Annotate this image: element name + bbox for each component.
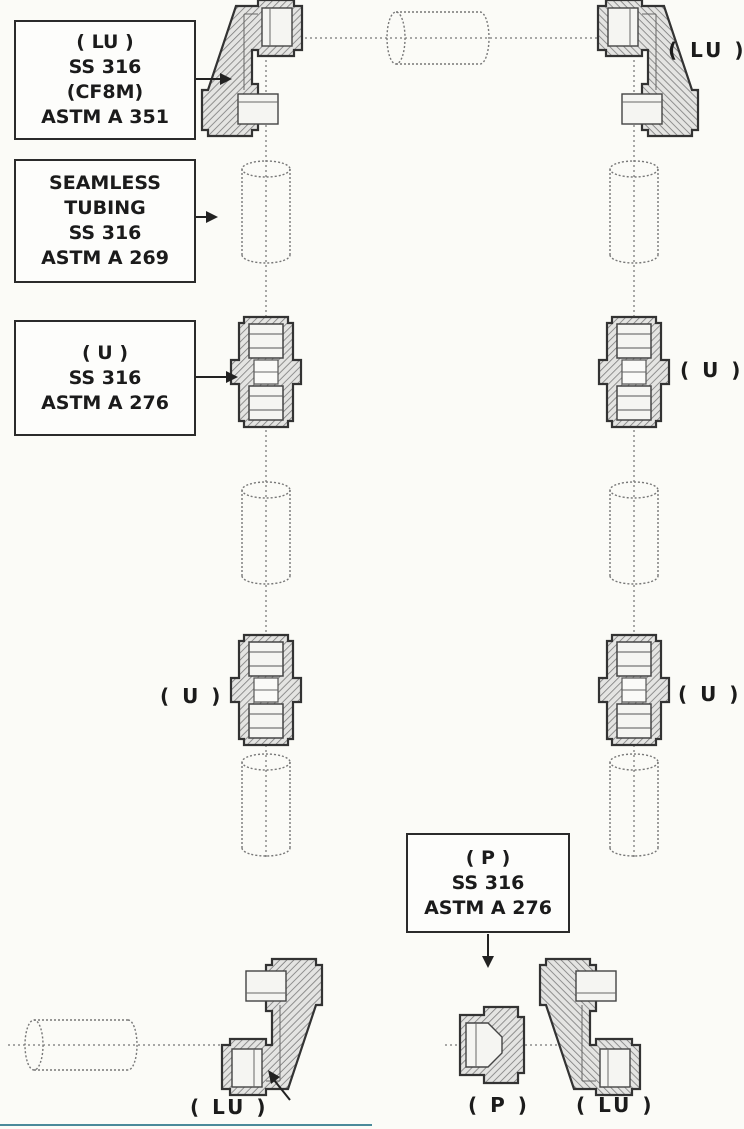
union-right-upper: [597, 315, 671, 429]
tag-elbow-bottom-left: ( LU ): [190, 1095, 269, 1119]
tubing-callout-line-3: SS 316: [68, 222, 142, 244]
union-callout-line-1: ( U ): [81, 341, 129, 364]
tag-union-left-lower: ( U ): [160, 684, 224, 708]
union-callout-line-3: ASTM A 276: [41, 391, 169, 414]
top-horizontal-tube: [386, 11, 490, 65]
plug-fitting: [458, 1005, 526, 1085]
arrows: [194, 73, 494, 1101]
plug-material-callout: ( P ) SS 316 ASTM A 276: [406, 833, 570, 933]
plug-callout-line-1: ( P ): [465, 846, 511, 869]
tubing-material-callout: SEAMLESS TUBING SS 316 ASTM A 269: [14, 159, 196, 283]
elbow-material-callout: ( LU ) SS 316 (CF8M) ASTM A 351: [14, 20, 196, 140]
union-left-lower: [229, 633, 303, 747]
elbow-top-right: [596, 0, 700, 138]
tag-union-right-upper: ( U ): [680, 358, 744, 382]
tube-left-2: [241, 481, 291, 585]
tag-plug-bottom: ( P ): [468, 1093, 530, 1117]
tubing-callout-line-4: ASTM A 269: [41, 247, 169, 269]
plug-callout-line-3: ASTM A 276: [424, 896, 552, 919]
elbow-callout-line-4: ASTM A 351: [41, 106, 169, 128]
tag-elbow-bottom-right: ( LU ): [576, 1093, 655, 1117]
centerlines: [8, 10, 635, 1046]
tag-elbow-top-right: ( LU ): [668, 38, 744, 62]
bottom-left-horizontal-tube: [24, 1019, 138, 1071]
elbow-top-left: [200, 0, 304, 138]
union-right-lower: [597, 633, 671, 747]
elbow-callout-line-3: (CF8M): [66, 81, 144, 103]
union-callout-line-2: SS 316: [68, 366, 142, 389]
tubing-callout-line-2: TUBING: [64, 197, 146, 219]
elbow-callout-line-1: ( LU ): [76, 31, 134, 53]
elbow-callout-line-2: SS 316: [68, 56, 142, 78]
plug-callout-line-2: SS 316: [451, 871, 525, 894]
tube-right-2: [609, 481, 659, 585]
tubing-callout-line-1: SEAMLESS: [49, 172, 161, 194]
tag-union-right-lower: ( U ): [678, 682, 742, 706]
union-material-callout: ( U ) SS 316 ASTM A 276: [14, 320, 196, 436]
union-left-upper: [229, 315, 303, 429]
elbow-bottom-right: [538, 957, 642, 1097]
